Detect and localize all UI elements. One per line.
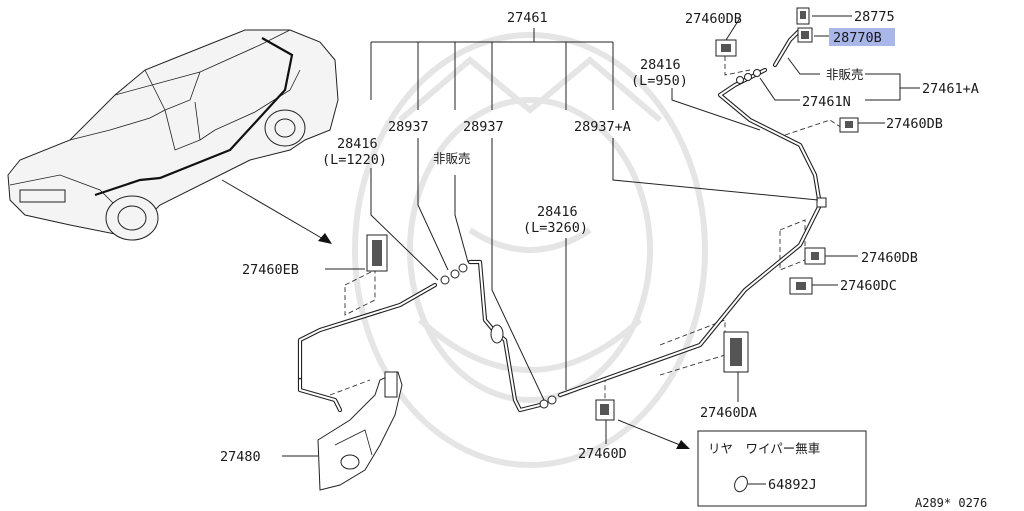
label-27480: 27480: [220, 449, 261, 465]
washer-tank-27480: [317, 371, 403, 491]
label-28416-3260: 28416: [537, 204, 578, 220]
label-27460d: 27460D: [578, 446, 627, 462]
label-27460db-top: 27460DB: [685, 11, 742, 27]
label-27460eb: 27460EB: [242, 262, 299, 278]
label-27460dc: 27460DC: [840, 278, 897, 294]
label-28416-950: 28416: [640, 57, 681, 73]
label-hihanbai-top: 非販売: [826, 67, 864, 82]
label-28775: 28775: [854, 9, 895, 25]
guide-frame-right: [784, 119, 846, 136]
leader-lines: [282, 15, 920, 457]
label-27460db-low: 27460DB: [861, 250, 918, 266]
diagram-code: A289* 0276: [915, 496, 987, 510]
clip-27460db-top: [715, 39, 737, 57]
washer-hose: [297, 27, 823, 413]
label-28937-b: 28937: [463, 119, 504, 135]
car-pointer-line: [221, 179, 326, 241]
label-27461: 27461: [507, 10, 548, 26]
label-27460da: 27460DA: [700, 405, 757, 421]
label-27461-a: 27461+A: [922, 81, 979, 97]
label-28770b: 28770B: [833, 30, 882, 46]
o-ring-icon: [734, 475, 748, 493]
part-labels: 27461 27460DB 28775 28770B 28416 (L=950)…: [220, 9, 979, 465]
label-27460db-right: 27460DB: [886, 116, 943, 132]
label-28937-a: 28937: [388, 119, 429, 135]
clip-27460da: [723, 331, 749, 373]
guide-frame-eb: [344, 269, 376, 316]
label-27461n: 27461N: [802, 94, 851, 110]
note-box: リヤ ワイパー無車 64892J: [697, 430, 867, 507]
label-28937-plus-a: 28937+A: [574, 119, 631, 135]
clip-27460d: [595, 399, 615, 421]
clip-27460db-right: [839, 117, 859, 133]
highlight-28770b: [829, 28, 895, 46]
note-box-part: 64892J: [768, 477, 817, 493]
rear-nozzle-assembly: [796, 7, 813, 43]
car-pointer-arrowhead: [318, 233, 332, 244]
clip-27460dc: [789, 277, 813, 295]
watermark-emblem: [352, 32, 708, 468]
car-illustration: [7, 29, 339, 241]
label-28416-950-length: (L=950): [631, 73, 688, 89]
label-hihanbai-mid: 非販売: [433, 151, 471, 166]
hose-joints: [440, 69, 827, 409]
label-28416-3260-length: (L=3260): [523, 220, 588, 236]
clip-27460eb: [366, 234, 388, 272]
clip-27460db-low: [804, 247, 826, 265]
guide-tick-1: [329, 379, 371, 396]
label-28416-1220-length: (L=1220): [322, 152, 387, 168]
note-box-title: リヤ ワイパー無車: [708, 441, 820, 456]
guide-frame-da: [659, 319, 726, 376]
label-28416-1220: 28416: [337, 136, 378, 152]
